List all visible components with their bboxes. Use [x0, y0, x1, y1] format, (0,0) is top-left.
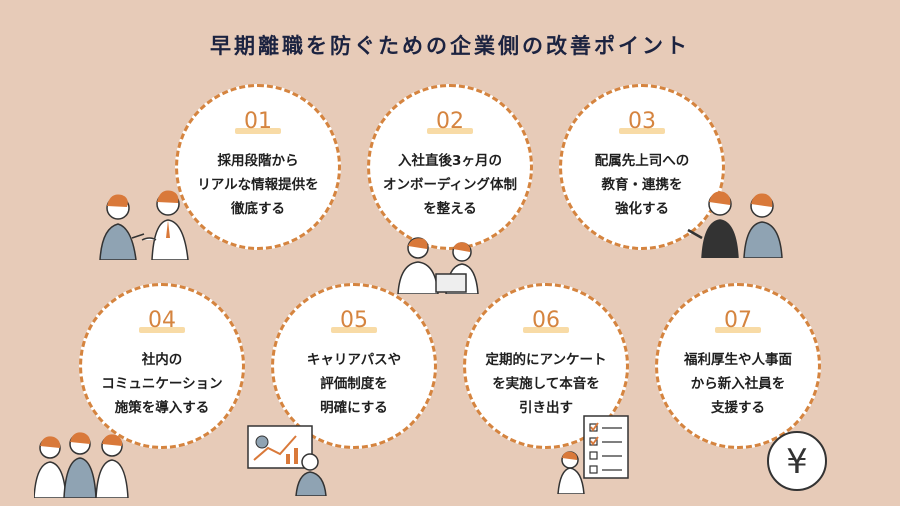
- point-line: キャリアパスや: [306, 352, 402, 368]
- survey-checklist-illustration: [556, 414, 636, 494]
- yen-symbol: ¥: [786, 442, 808, 482]
- point-card-04: 04 社内の コミュニケーション 施策を導入する: [79, 283, 245, 449]
- onboarding-illustration: [396, 234, 492, 294]
- point-line: から新入社員を: [690, 376, 786, 392]
- point-line: 支援する: [711, 400, 765, 416]
- number-highlight: [331, 327, 377, 333]
- communication-illustration: [34, 428, 134, 498]
- interview-illustration: [96, 180, 196, 260]
- number-highlight: [523, 327, 569, 333]
- point-line: 福利厚生や人事面: [684, 352, 792, 368]
- point-text: 定期的にアンケート を実施して本音を 引き出す: [474, 348, 618, 420]
- point-line: 入社直後3ヶ月の: [398, 153, 502, 169]
- point-line: 教育・連携を: [601, 177, 683, 193]
- point-card-06: 06 定期的にアンケート を実施して本音を 引き出す: [463, 283, 629, 449]
- point-card-02: 02 入社直後3ヶ月の オンボーディング体制 を整える: [367, 84, 533, 250]
- point-line: 社内の: [141, 352, 183, 368]
- point-text: 入社直後3ヶ月の オンボーディング体制 を整える: [378, 149, 522, 221]
- point-number: 03: [628, 109, 656, 134]
- point-card-05: 05 キャリアパスや 評価制度を 明確にする: [271, 283, 437, 449]
- point-number: 04: [148, 308, 176, 333]
- point-line: 定期的にアンケート: [485, 352, 607, 368]
- point-number: 05: [340, 308, 368, 333]
- career-chart-illustration: [246, 424, 330, 496]
- point-line: 施策を導入する: [114, 400, 210, 416]
- point-card-01: 01 採用段階から リアルな情報提供を 徹底する: [175, 84, 341, 250]
- number-highlight: [235, 128, 281, 134]
- point-text: 配属先上司への 教育・連携を 強化する: [570, 149, 714, 221]
- point-line: 配属先上司への: [594, 153, 690, 169]
- point-line: 評価制度を: [320, 376, 388, 392]
- point-line: を整える: [423, 201, 477, 217]
- number-highlight: [139, 327, 185, 333]
- point-line: 明確にする: [320, 400, 388, 416]
- point-text: 福利厚生や人事面 から新入社員を 支援する: [666, 348, 810, 420]
- point-line: コミュニケーション: [101, 376, 223, 392]
- point-card-03: 03 配属先上司への 教育・連携を 強化する: [559, 84, 725, 250]
- point-card-07: 07 福利厚生や人事面 から新入社員を 支援する: [655, 283, 821, 449]
- manager-illustration: [684, 186, 788, 258]
- point-number: 07: [724, 308, 752, 333]
- point-line: リアルな情報提供を: [197, 177, 319, 193]
- page-title: 早期離職を防ぐための企業側の改善ポイント: [210, 34, 690, 58]
- point-number: 02: [436, 109, 464, 134]
- number-highlight: [619, 128, 665, 134]
- point-line: オンボーディング体制: [382, 177, 518, 193]
- yen-coin-icon: ¥: [766, 430, 828, 492]
- point-line: 引き出す: [519, 400, 573, 416]
- point-line: を実施して本音を: [492, 376, 600, 392]
- number-highlight: [715, 327, 761, 333]
- point-number: 01: [244, 109, 272, 134]
- point-line: 強化する: [615, 201, 669, 217]
- point-text: キャリアパスや 評価制度を 明確にする: [282, 348, 426, 420]
- point-text: 社内の コミュニケーション 施策を導入する: [90, 348, 234, 420]
- point-line: 徹底する: [231, 201, 285, 217]
- number-highlight: [427, 128, 473, 134]
- point-number: 06: [532, 308, 560, 333]
- point-text: 採用段階から リアルな情報提供を 徹底する: [186, 149, 330, 221]
- point-line: 採用段階から: [217, 153, 299, 169]
